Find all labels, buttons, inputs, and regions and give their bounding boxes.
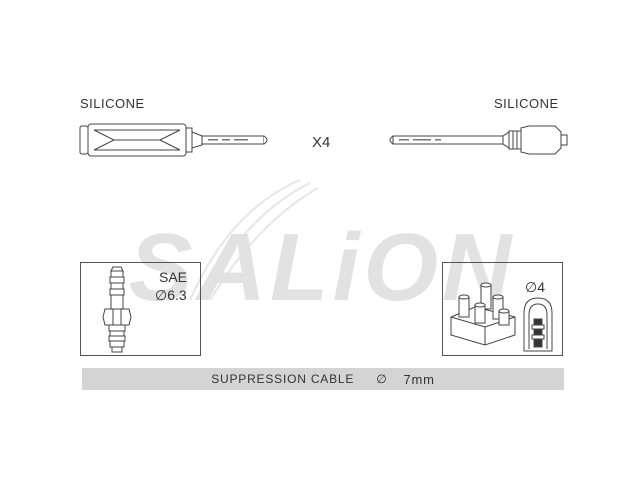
spark-plug-detail-box: SAE ∅6.3: [80, 262, 201, 356]
distributor-boot-icon: [389, 125, 568, 155]
distributor-cap-icon: [450, 282, 516, 346]
spark-plug-diameter: ∅6.3: [155, 287, 187, 303]
spark-plug-terminal-icon: [102, 266, 132, 353]
distributor-diameter: ∅4: [525, 279, 545, 295]
spark-plug-standard: SAE: [159, 269, 188, 285]
distributor-detail-box: ∅4: [442, 262, 563, 356]
right-material-label: SILICONE: [494, 96, 559, 111]
watermark-swoosh-icon: [189, 179, 319, 301]
spark-plug-boot-icon: [79, 123, 268, 157]
distributor-terminal-icon: [523, 297, 553, 352]
suppression-label: SUPPRESSION CABLE: [211, 372, 355, 386]
left-material-label: SILICONE: [80, 96, 145, 111]
diameter-symbol: ∅: [376, 372, 388, 386]
quantity-label: X4: [312, 134, 331, 151]
watermark-text: SALiON: [129, 214, 516, 321]
suppression-cable-bar: SUPPRESSION CABLE ∅ 7mm: [82, 368, 564, 390]
cable-diameter-value: 7mm: [403, 371, 435, 387]
